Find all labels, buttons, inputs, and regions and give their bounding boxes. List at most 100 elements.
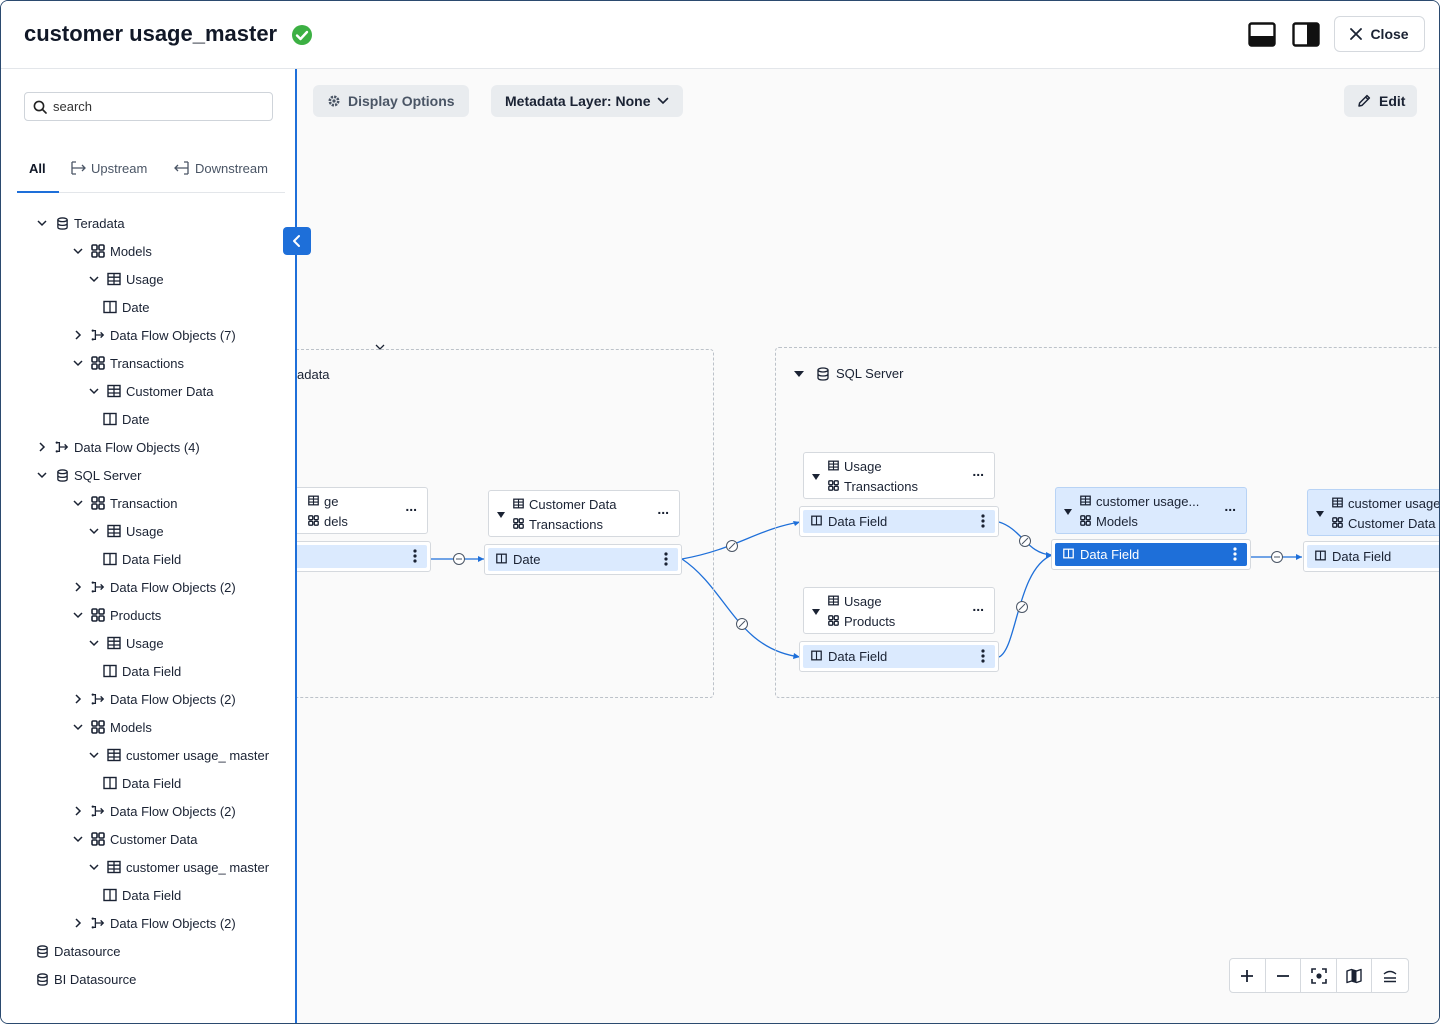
tree-item[interactable]: customer usage_ master (87, 741, 269, 769)
tree-item[interactable]: Customer Data (71, 825, 197, 853)
tree-item[interactable]: Data Flow Objects (2) (71, 797, 236, 825)
caret-down-icon[interactable] (1316, 510, 1324, 518)
lineage-canvas[interactable]: Display Options Metadata Layer: None Edi… (297, 69, 1439, 1023)
field-row[interactable]: Data Field (1055, 543, 1247, 566)
caret-down-icon[interactable] (794, 370, 804, 377)
tree-item[interactable]: Products (71, 601, 161, 629)
kebab-menu-icon[interactable] (981, 514, 985, 528)
lineage-field[interactable]: Data Field (799, 506, 999, 537)
field-row[interactable]: Data Field (803, 510, 995, 533)
chevron-down-icon[interactable] (35, 468, 49, 482)
tab-downstream[interactable]: Downstream (174, 161, 268, 193)
caret-down-icon[interactable] (1064, 508, 1072, 516)
tree-item[interactable]: SQL Server (35, 461, 141, 489)
chevron-down-icon[interactable] (87, 384, 101, 398)
layout-options-button[interactable] (1372, 959, 1408, 992)
chevron-down-icon[interactable] (87, 272, 101, 286)
chevron-down-icon[interactable] (71, 608, 85, 622)
lineage-field[interactable]: Date (484, 544, 682, 575)
chevron-down-icon[interactable] (35, 216, 49, 230)
tree-item[interactable]: Date (103, 293, 149, 321)
search-input[interactable] (53, 99, 253, 114)
tree-item[interactable]: Usage (87, 629, 164, 657)
chevron-down-icon[interactable] (87, 636, 101, 650)
tree-item[interactable]: Data Field (103, 769, 181, 797)
tree-item[interactable]: Usage (87, 517, 164, 545)
tree-item[interactable]: Data Field (103, 545, 181, 573)
bottom-panel-layout-icon[interactable] (1248, 21, 1276, 49)
tree-item[interactable]: BI Datasource (35, 965, 136, 993)
chevron-down-icon[interactable] (87, 748, 101, 762)
tree-item[interactable]: customer usage_ master (87, 853, 269, 881)
close-button[interactable]: Close (1334, 16, 1425, 52)
tree-item[interactable]: Data Field (103, 657, 181, 685)
tree-item[interactable]: Date (103, 405, 149, 433)
chevron-right-icon[interactable] (71, 580, 85, 594)
search-box[interactable] (24, 92, 273, 121)
lineage-field[interactable]: Data Field (799, 641, 999, 672)
chevron-down-icon[interactable] (71, 496, 85, 510)
zoom-out-button[interactable] (1266, 959, 1302, 992)
tree-item[interactable]: Data Field (103, 881, 181, 909)
chevron-down-icon[interactable] (71, 720, 85, 734)
fit-view-button[interactable] (1301, 959, 1337, 992)
tree-item[interactable]: Teradata (35, 209, 125, 237)
side-panel-layout-icon[interactable] (1292, 21, 1320, 49)
zoom-in-button[interactable] (1230, 959, 1266, 992)
field-row[interactable]: Date (488, 548, 678, 571)
edge-marker-2[interactable] (726, 540, 738, 552)
lineage-node[interactable]: customer usage...Models... (1055, 487, 1247, 534)
edge-marker-3[interactable] (736, 618, 748, 630)
more-menu-icon[interactable]: ... (972, 598, 984, 614)
chevron-down-icon[interactable] (71, 356, 85, 370)
caret-down-icon[interactable] (497, 511, 505, 519)
tree-item[interactable]: Models (71, 713, 152, 741)
tree-item[interactable]: Data Flow Objects (2) (71, 685, 236, 713)
chevron-right-icon[interactable] (71, 692, 85, 706)
kebab-menu-icon[interactable] (981, 649, 985, 663)
minimap-button[interactable] (1337, 959, 1373, 992)
chevron-right-icon[interactable] (71, 328, 85, 342)
chevron-right-icon[interactable] (71, 804, 85, 818)
more-menu-icon[interactable]: ... (657, 501, 669, 517)
lineage-field[interactable]: Data Field (1303, 541, 1439, 572)
tree-item[interactable]: Usage (87, 265, 164, 293)
tree-item[interactable]: Data Flow Objects (7) (71, 321, 236, 349)
kebab-menu-icon[interactable] (664, 552, 668, 566)
tree-item[interactable]: Transactions (71, 349, 184, 377)
lineage-field[interactable] (297, 541, 431, 572)
tree-item[interactable]: Datasource (35, 937, 120, 965)
chevron-down-icon[interactable] (87, 524, 101, 538)
chevron-down-icon[interactable] (87, 860, 101, 874)
tree-item[interactable]: Customer Data (87, 377, 213, 405)
field-row[interactable]: Data Field (803, 645, 995, 668)
tab-upstream[interactable]: Upstream (70, 161, 147, 193)
more-menu-icon[interactable]: ... (1224, 498, 1236, 514)
more-menu-icon[interactable]: ... (405, 498, 417, 514)
tab-all[interactable]: All (29, 161, 46, 193)
display-options-button[interactable]: Display Options (313, 85, 469, 117)
chevron-right-icon[interactable] (71, 916, 85, 930)
field-row[interactable]: Data Field (1307, 545, 1439, 568)
lineage-field[interactable]: Data Field (1051, 539, 1251, 570)
edit-button[interactable]: Edit (1344, 85, 1418, 117)
tree-item[interactable]: Data Flow Objects (4) (35, 433, 200, 461)
chevron-down-icon[interactable] (71, 244, 85, 258)
chevron-down-icon[interactable] (71, 832, 85, 846)
kebab-menu-icon[interactable] (413, 549, 417, 563)
caret-down-icon[interactable] (812, 473, 820, 481)
tree-item[interactable]: Transaction (71, 489, 177, 517)
chevron-right-icon[interactable] (35, 440, 49, 454)
group-collapse-chevron-icon[interactable] (375, 344, 385, 351)
field-row[interactable] (297, 545, 427, 568)
more-menu-icon[interactable]: ... (972, 463, 984, 479)
collapse-sidebar-button[interactable] (283, 227, 311, 255)
metadata-layer-dropdown[interactable]: Metadata Layer: None (491, 85, 684, 117)
tree-item[interactable]: Models (71, 237, 152, 265)
caret-down-icon[interactable] (812, 608, 820, 616)
